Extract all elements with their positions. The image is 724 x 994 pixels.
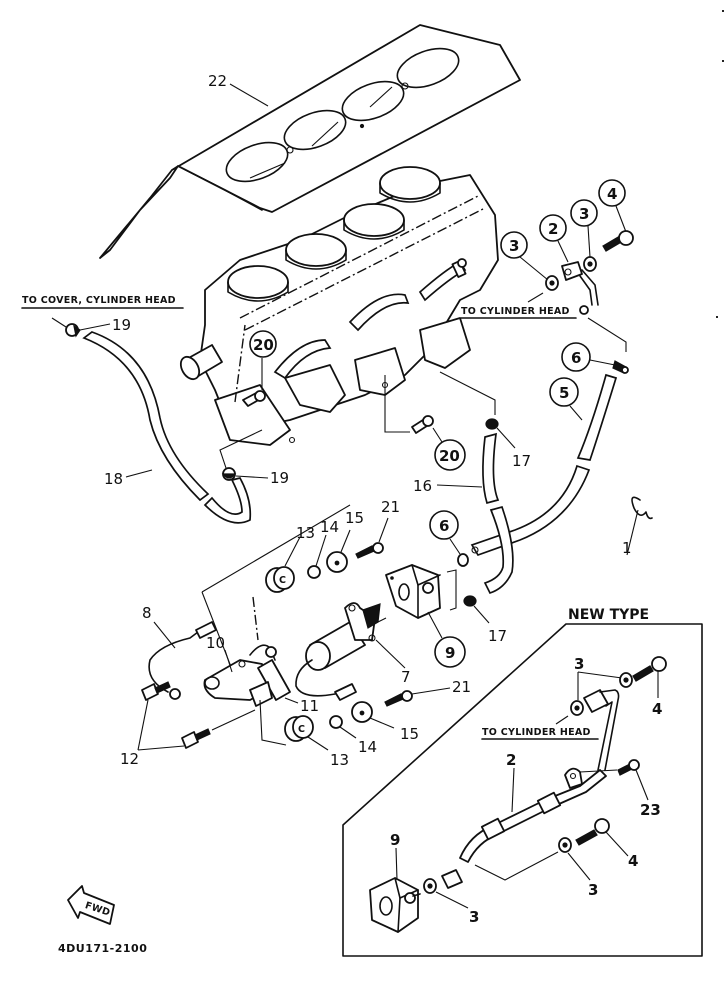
clamp-6-bottom	[457, 553, 469, 567]
screw-21-bottom	[384, 690, 413, 707]
callout-19-bottom: 19	[270, 469, 289, 487]
inset-pipe-2	[459, 767, 607, 863]
callout-6-bottom: 6	[439, 517, 449, 535]
edge-mark-mid	[722, 60, 724, 62]
svg-text:TO COVER, CYLINDER HEAD: TO COVER, CYLINDER HEAD	[22, 295, 176, 306]
screw-20-right	[411, 415, 434, 434]
hose-18	[82, 331, 210, 502]
edge-mark-low	[716, 316, 718, 318]
callout-20-right: 20	[439, 447, 460, 465]
inset-bolt-4-bottom	[575, 818, 610, 846]
callout-3-left: 3	[509, 237, 519, 255]
lead-wire-8	[148, 621, 217, 700]
bolt-4-top	[602, 230, 634, 252]
callout-2-top: 2	[548, 220, 558, 238]
bracket-11	[249, 659, 291, 707]
inset-union-bolt	[583, 689, 620, 771]
collar-14-bottom	[329, 715, 343, 729]
clip-1	[626, 496, 653, 556]
callout-9-main: 9	[445, 644, 455, 662]
hose-joint-19-bottom	[221, 467, 237, 481]
callout-17-top: 17	[512, 452, 531, 470]
leader-22	[229, 83, 269, 107]
callout-14-bottom: 14	[358, 738, 377, 756]
callout-21-top: 21	[381, 498, 400, 516]
note-to-cylinder-head-inset: TO CYLINDER HEAD	[481, 727, 599, 740]
svg-text:TO CYLINDER HEAD: TO CYLINDER HEAD	[461, 306, 570, 317]
callout-4-top: 4	[607, 185, 617, 203]
inset-screw-23	[617, 759, 640, 776]
callout-20-left: 20	[253, 336, 274, 354]
union-bolt-2-top	[561, 261, 599, 306]
callout-14-top: 14	[320, 518, 339, 536]
inset-frame	[342, 623, 703, 957]
callout-22: 22	[208, 72, 227, 90]
cap-17-top	[485, 418, 499, 430]
grommet-13-bottom: C	[284, 715, 314, 742]
washer-3-right	[583, 256, 597, 272]
inset-callout-9: 9	[390, 831, 400, 849]
screw-20-left	[242, 390, 266, 407]
hose-5	[576, 373, 618, 461]
inset-washer-3-mid	[558, 837, 572, 853]
clamp-6-top	[612, 360, 629, 374]
inset-holder-9	[369, 877, 421, 933]
callout-13-top: 13	[296, 524, 315, 542]
screw-12-upper	[141, 681, 171, 701]
callout-21-bottom: 21	[452, 678, 471, 696]
callout-13-bottom: 13	[330, 751, 349, 769]
callout-1: 1	[622, 539, 632, 557]
note-to-cover-cylinder-head: TO COVER, CYLINDER HEAD	[21, 295, 184, 309]
inset-washer-3-top-right	[619, 672, 633, 688]
callout-8: 8	[142, 604, 152, 622]
callout-12: 12	[120, 750, 139, 768]
washer-3-left	[545, 275, 559, 291]
inset-callout-2: 2	[506, 751, 516, 769]
inset-callout-4-bottom: 4	[628, 852, 638, 870]
callout-18: 18	[104, 470, 123, 488]
svg-text:C: C	[298, 724, 305, 735]
callout-19-top: 19	[112, 316, 131, 334]
inset-title: NEW TYPE	[568, 607, 649, 623]
carburetor-assembly	[179, 166, 499, 446]
callout-11: 11	[300, 697, 319, 715]
holder-9	[385, 564, 441, 619]
inset-callout-3-mid: 3	[588, 881, 598, 899]
callout-7: 7	[401, 668, 411, 686]
grommet-13-top: C	[265, 566, 295, 593]
inset-callout-3-bottom: 3	[469, 908, 479, 926]
inset-callout-3-top: 3	[574, 655, 584, 673]
solenoid-7	[295, 602, 381, 701]
washer-15-top	[326, 551, 348, 573]
inset-washer-3-top-left	[570, 700, 584, 716]
hose-16	[482, 432, 500, 505]
svg-text:C: C	[279, 575, 286, 586]
screw-21-top	[355, 542, 384, 559]
hose-joint-19-top	[65, 323, 81, 338]
part-code: 4DU171-2100	[58, 942, 147, 955]
callout-3-right: 3	[579, 205, 589, 223]
inset-callout-4-top: 4	[652, 700, 662, 718]
edge-mark-top	[722, 10, 724, 12]
screw-12-lower	[181, 728, 211, 749]
washer-15-bottom	[351, 701, 373, 723]
callout-15-bottom: 15	[400, 725, 419, 743]
callout-6-top: 6	[571, 349, 581, 367]
svg-text:TO CYLINDER HEAD: TO CYLINDER HEAD	[482, 727, 591, 738]
callout-5: 5	[559, 384, 569, 402]
inset-callout-23: 23	[640, 801, 661, 819]
callout-16: 16	[413, 477, 432, 495]
cap-17-bottom	[463, 595, 477, 607]
inset-washer-3-bottom	[423, 878, 437, 894]
callout-17-bottom: 17	[488, 627, 507, 645]
collar-14-top	[307, 565, 321, 579]
heat-shield-plate-part	[99, 24, 521, 259]
inset-union-bolt-bottom	[441, 869, 463, 889]
inset-bolt-4-top	[632, 656, 667, 682]
note-to-cylinder-head-top: TO CYLINDER HEAD	[460, 306, 577, 319]
callout-15-top: 15	[345, 509, 364, 527]
callout-10: 10	[206, 634, 225, 652]
fwd-arrow-icon: FWD	[67, 885, 115, 925]
